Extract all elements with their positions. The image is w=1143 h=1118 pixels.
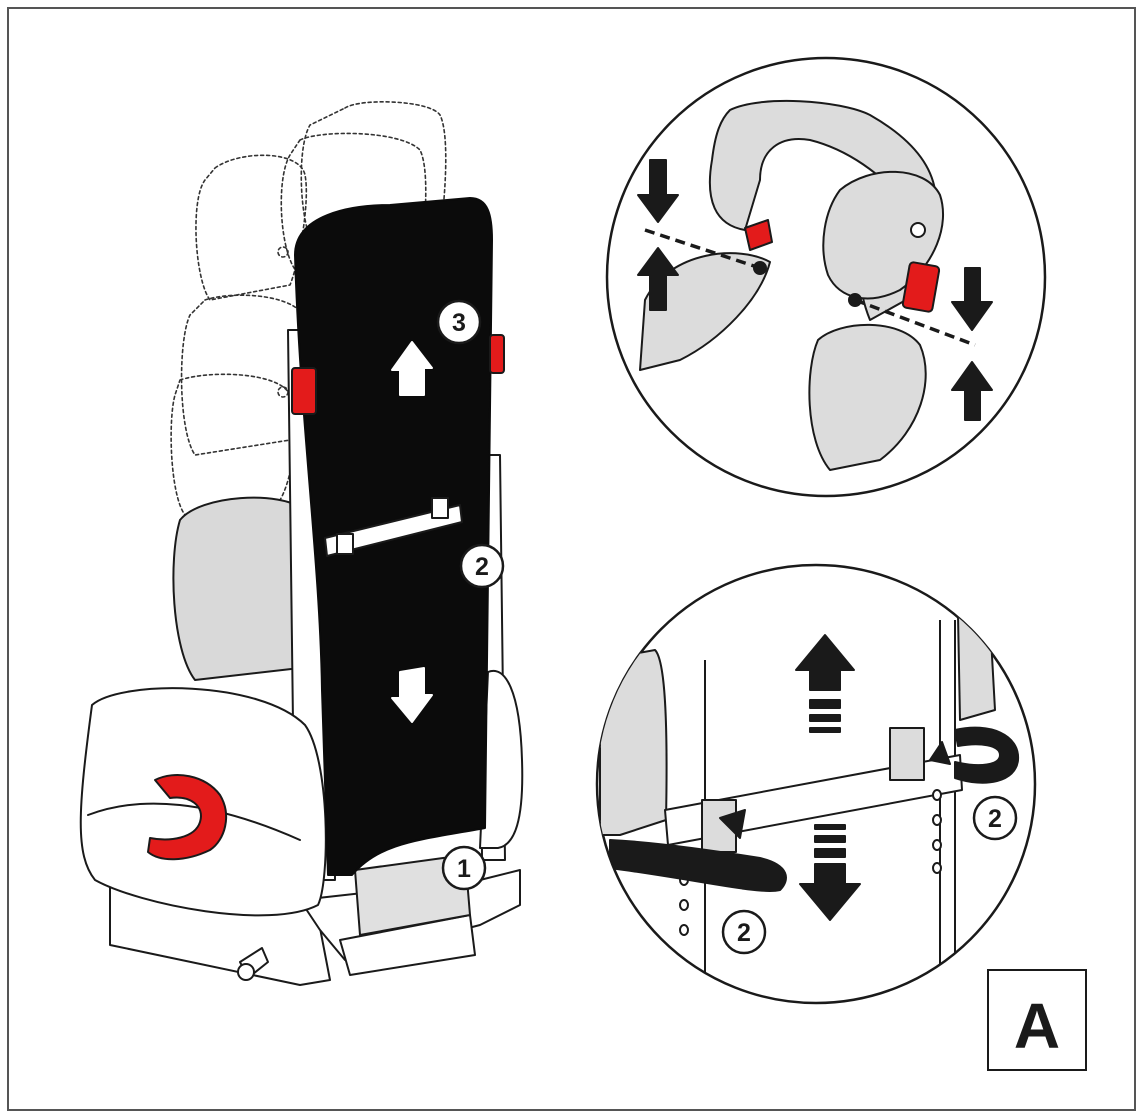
detail-headrest-adjust [605,56,1047,498]
arrow-up-icon [391,341,433,396]
step-badge-2-detail-right-label: 2 [988,805,1002,833]
step-badge-2-label: 2 [475,553,489,581]
step-badge-2-detail-right: 2 [972,795,1018,841]
arrow-down-icon [391,667,433,723]
step-badge-3-label: 3 [452,309,466,337]
step-badge-2-detail-left-label: 2 [737,919,751,947]
panel-label-box: A [987,969,1087,1071]
headrest-clip-left [291,367,317,415]
side-cushion-right [479,669,524,849]
height-crossbar [324,504,463,557]
armrest-red [147,774,228,861]
step-badge-2: 2 [459,543,505,589]
step-badge-3: 3 [436,299,482,345]
panel-label: A [1014,990,1060,1062]
headrest-clip-right [489,334,505,374]
car-seat-illustration [79,101,524,986]
step-badge-1: 1 [441,845,487,891]
step-badge-2-detail-left: 2 [721,909,767,955]
detail-backrest-slide: 2 2 [595,563,1037,1005]
step-badge-1-label: 1 [457,855,471,883]
